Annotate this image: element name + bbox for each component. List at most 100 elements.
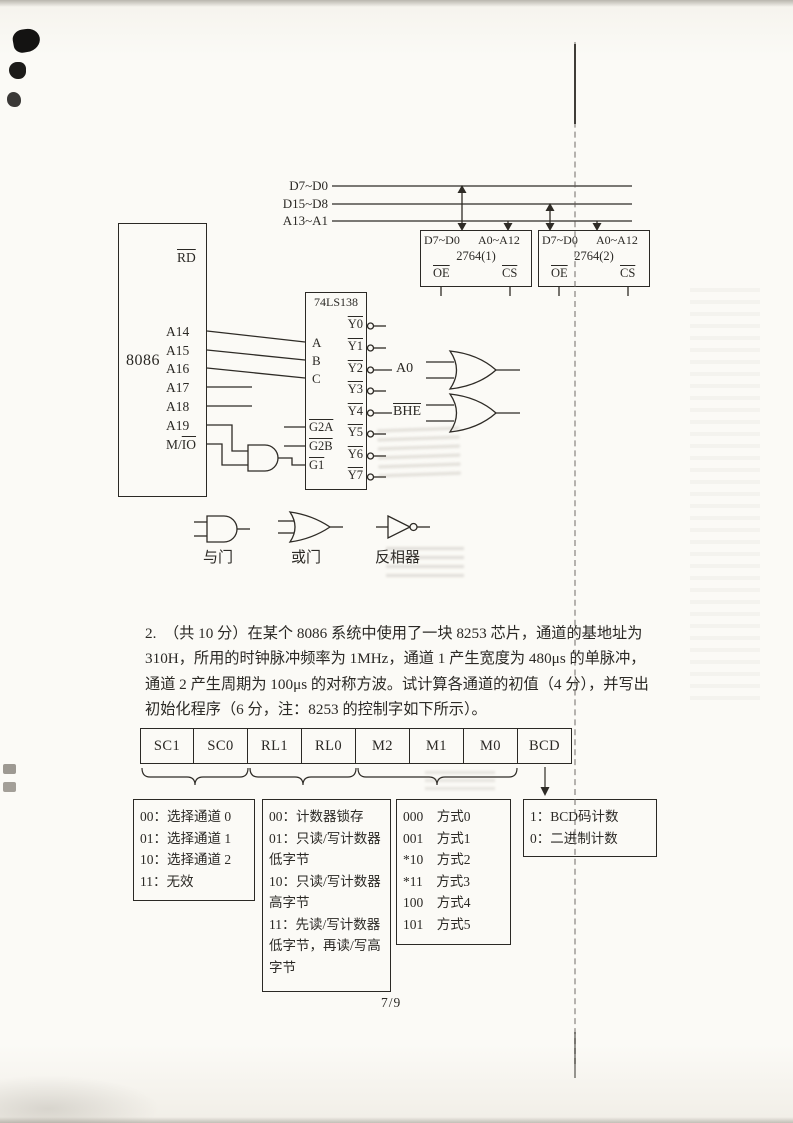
note-line: 001 方式1 <box>403 830 471 846</box>
rom1-oe-pin: OE <box>433 266 450 280</box>
scan-artifact <box>3 764 16 774</box>
cpu-pin-a17: A17 <box>166 380 190 395</box>
legend-and-label: 与门 <box>203 550 234 566</box>
control-word-cell-bcd: BCD <box>518 728 572 764</box>
bus-arrows <box>457 185 602 231</box>
legend-or-label: 或门 <box>291 550 322 566</box>
note-line: 101 方式5 <box>403 916 471 932</box>
cpu-pin-a16: A16 <box>166 361 190 376</box>
note-line: *11 方式3 <box>403 873 470 889</box>
note-line: 01：选择通道 1 <box>140 830 232 846</box>
decoder-input-c: C <box>312 371 321 386</box>
rom-pin-stubs <box>440 287 629 296</box>
note-line: *10 方式2 <box>403 852 471 867</box>
note-line: 100 方式4 <box>403 895 471 910</box>
rom1-name-label: 2764(1) <box>456 249 496 263</box>
decoder-output-y5: Y5 <box>347 425 363 439</box>
decoder-74ls138-box <box>305 292 367 490</box>
note-line: 1：BCD码计数 <box>530 809 619 824</box>
decoder-input-g1: G1 <box>309 458 325 472</box>
note-line: 10：只读/写计数器高字节 <box>269 873 381 911</box>
rom1-cs-pin: CS <box>502 266 518 280</box>
control-word-cell-m1: M1 <box>410 728 464 764</box>
control-word-cell-rl0: RL0 <box>302 728 356 764</box>
fold-line-dark <box>574 1032 576 1078</box>
control-word-cell-m2: M2 <box>356 728 410 764</box>
channel-select-note-box: 00：选择通道 0 01：选择通道 1 10：选择通道 2 11：无效 <box>133 799 255 901</box>
rom1-data-label: D7~D0 <box>424 233 460 247</box>
note-line: 11：无效 <box>140 873 194 889</box>
scan-artifact <box>3 782 16 792</box>
cpu-pin-a19: A19 <box>166 418 190 433</box>
decoder-output-y0: Y0 <box>347 317 363 331</box>
note-line: 01：只读/写计数器低字节 <box>269 830 381 868</box>
decoder-input-b: B <box>312 353 321 368</box>
bus-label-d7-d0: D7~D0 <box>289 178 328 193</box>
note-line: 0：二进制计数 <box>530 830 618 846</box>
decoder-output-y3: Y3 <box>347 382 363 396</box>
control-word-table: SC1 SC0 RL1 RL0 M2 M1 M0 BCD <box>140 728 572 764</box>
decoder-output-y4: Y4 <box>347 404 363 418</box>
cpu-to-decoder-wires <box>206 330 306 466</box>
scan-smudge <box>0 1117 793 1123</box>
signal-a0-label: A0 <box>396 361 414 376</box>
cpu-8086-box <box>118 223 207 497</box>
control-word-cell-m0: M0 <box>464 728 518 764</box>
question-2-text: 2. （共 10 分）在某个 8086 系统中使用了一块 8253 芯片，通道的… <box>145 621 673 722</box>
cpu-pin-mio-io: IO <box>181 437 197 452</box>
group-braces <box>141 767 550 796</box>
decoder-output-y2: Y2 <box>347 361 363 375</box>
decoder-input-g2a: G2A <box>309 420 334 434</box>
read-write-note-box: 00：计数器锁存 01：只读/写计数器低字节 10：只读/写计数器高字节 11：… <box>262 799 391 992</box>
cpu-pin-rd: RD <box>177 250 196 265</box>
decoder-output-y1: Y1 <box>347 339 363 353</box>
decoder-name-label: 74LS138 <box>313 295 358 309</box>
note-line: 10：选择通道 2 <box>140 852 232 867</box>
rom2-name-label: 2764(2) <box>574 249 614 263</box>
question-line: 初始化程序（6 分，注：8253 的控制字如下所示）。 <box>145 700 487 718</box>
control-word-cell-sc1: SC1 <box>140 728 194 764</box>
legend-and-gate <box>194 515 250 543</box>
decoder-input-g2b: G2B <box>309 439 333 453</box>
rom-2764-2-box <box>538 230 650 287</box>
bus-label-a13-a1: A13~A1 <box>282 213 328 228</box>
question-line: 通道 2 产生周期为 100μs 的对称方波。试计算各通道的初值（4 分），并写… <box>145 675 649 693</box>
cpu-pin-mio: M/IO <box>166 437 196 453</box>
decoder-output-y6: Y6 <box>347 447 363 461</box>
legend-inverter-gate <box>376 514 430 540</box>
question-line: 2. （共 10 分）在某个 8086 系统中使用了一块 8253 芯片，通道的… <box>145 625 643 642</box>
rom2-oe-pin: OE <box>551 266 568 280</box>
mode-note-box: 000 方式0 001 方式1 *10 方式2 *11 方式3 100 方式4 … <box>396 799 511 945</box>
cpu-pin-a15: A15 <box>166 343 190 358</box>
cpu-pin-mio-prefix: M/ <box>166 437 182 452</box>
circuit-wires <box>194 185 632 543</box>
legend-not-label: 反相器 <box>375 550 421 566</box>
note-line: 00：计数器锁存 <box>269 809 364 824</box>
rom2-addr-label: A0~A12 <box>596 233 638 247</box>
decoder-input-a: A <box>312 335 322 350</box>
question-line: 310H，所用的时钟脉冲频率为 1MHz，通道 1 产生宽度为 480μs 的单… <box>145 650 646 668</box>
or-gate-bhe <box>426 393 520 433</box>
cpu-name-label: 8086 <box>126 352 160 369</box>
or-gate-a0 <box>426 350 520 390</box>
rom2-data-label: D7~D0 <box>542 233 578 247</box>
cpu-pin-a18: A18 <box>166 399 190 414</box>
legend-or-gate <box>278 511 343 543</box>
control-word-cell-sc0: SC0 <box>194 728 248 764</box>
bus-label-d15-d8: D15~D8 <box>282 196 328 211</box>
note-line: 11：先读/写计数器低字节，再读/写高字节 <box>269 916 381 975</box>
decoder-enable-stubs <box>284 426 305 447</box>
rom1-addr-label: A0~A12 <box>478 233 520 247</box>
bcd-note-box: 1：BCD码计数 0：二进制计数 <box>523 799 657 857</box>
note-line: 00：选择通道 0 <box>140 809 232 824</box>
cpu-pin-a14: A14 <box>166 324 190 339</box>
decoder-output-y7: Y7 <box>347 468 363 482</box>
scan-smudge <box>0 1075 160 1123</box>
page-number: 7/9 <box>381 995 402 1010</box>
control-word-cell-rl1: RL1 <box>248 728 302 764</box>
decoder-output-stubs <box>366 322 392 481</box>
bus-lines <box>332 185 632 222</box>
rom-2764-1-box <box>420 230 532 287</box>
note-line: 000 方式0 <box>403 809 471 824</box>
